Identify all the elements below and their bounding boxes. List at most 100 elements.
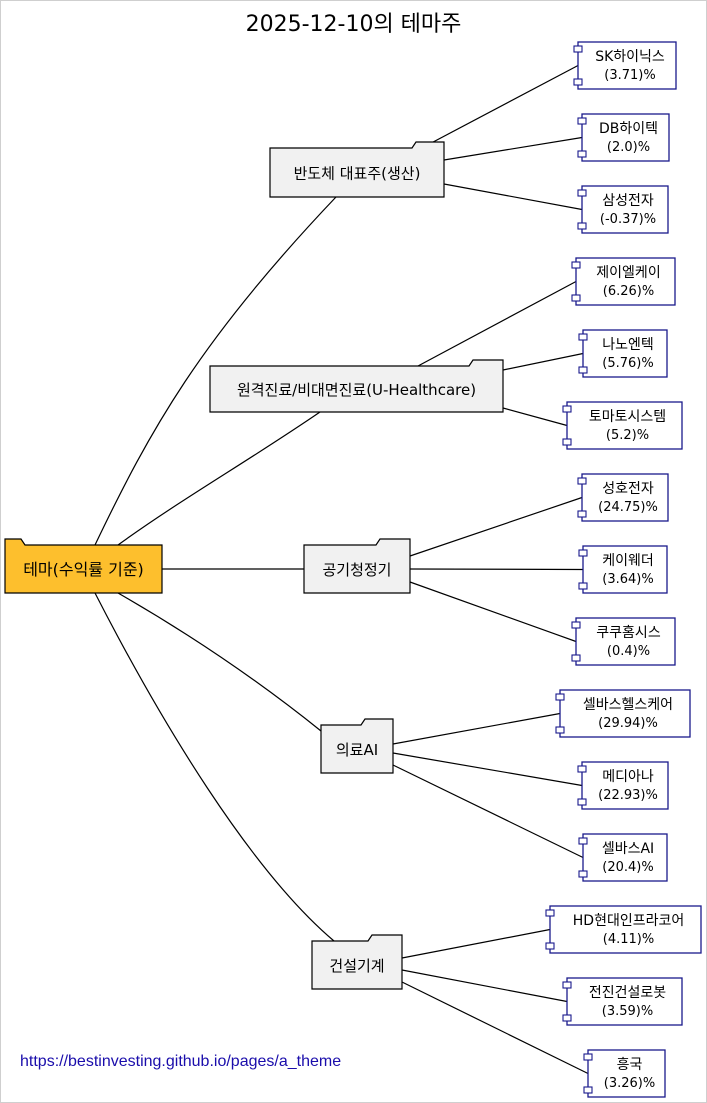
connector-lines	[94, 64, 589, 1075]
stock-node-0-0: SK하이닉스 (3.71)%	[573, 41, 677, 90]
stock-change: (4.11)%	[603, 932, 654, 947]
stock-change: (22.93)%	[598, 788, 658, 803]
stock-box	[582, 833, 668, 882]
stock-node-1-2: 토마토시스템 (5.2)%	[562, 401, 683, 450]
component-port-icon	[562, 438, 572, 446]
stock-connector-0-0	[417, 64, 579, 151]
stock-connector-0-1	[443, 136, 583, 161]
stock-change: (5.76)%	[602, 356, 653, 371]
component-port-icon	[545, 942, 555, 950]
theme-label: 원격진료/비대면진료(U-Healthcare)	[237, 381, 476, 399]
stock-node-4-2: 흥국 (3.26)%	[583, 1049, 666, 1098]
theme-folder-shape	[269, 141, 445, 198]
stock-name: 토마토시스템	[589, 409, 666, 425]
stock-change: (3.26)%	[604, 1076, 655, 1091]
stock-connector-2-1	[409, 568, 584, 571]
stock-connector-1-2	[502, 407, 568, 427]
stock-node-2-1: 케이웨더(3.64)%	[578, 545, 668, 594]
theme-node-3: 의료AI	[320, 718, 394, 774]
root-folder-shape	[4, 538, 163, 594]
component-port-icon	[578, 366, 588, 374]
stock-box	[587, 1049, 666, 1098]
component-port-icon	[545, 909, 555, 917]
theme-label: 반도체 대표주(생산)	[294, 165, 421, 183]
stock-node-0-1: DB하이텍(2.0)%	[577, 113, 670, 162]
stock-connector-3-2	[392, 764, 584, 859]
stock-node-2-2: 쿠쿠홈시스 (0.4)%	[571, 617, 676, 666]
component-port-icon	[583, 1053, 593, 1061]
stock-change: (24.75)%	[598, 500, 658, 515]
component-port-icon	[583, 1086, 593, 1094]
stock-box	[575, 617, 676, 666]
stock-name: 메디아나	[602, 769, 654, 785]
component-port-icon	[571, 294, 581, 302]
stock-change: (29.94)%	[598, 716, 658, 731]
stock-change: (20.4)%	[602, 860, 653, 875]
stock-box	[582, 545, 668, 594]
theme-folder-shape	[303, 538, 411, 594]
stock-name: 성호전자	[602, 481, 654, 497]
theme-node-1: 원격진료/비대면진료(U-Healthcare)	[209, 359, 504, 413]
theme-node-0: 반도체 대표주(생산)	[269, 141, 445, 198]
stock-box	[581, 761, 669, 810]
stock-box	[582, 329, 668, 378]
stock-connector-1-0	[417, 280, 577, 367]
stock-box	[566, 401, 683, 450]
stock-change: (3.64)%	[602, 572, 653, 587]
component-port-icon	[562, 1014, 572, 1022]
stock-name: 흥국	[617, 1057, 643, 1073]
theme-node-2: 공기청정기	[303, 538, 411, 594]
stock-node-3-2: 셀바스AI (20.4)%	[578, 833, 668, 882]
stock-box	[559, 689, 691, 738]
stock-node-1-1: 나노엔텍 (5.76)%	[578, 329, 668, 378]
stock-connector-2-2	[409, 581, 577, 643]
component-port-icon	[578, 870, 588, 878]
stock-name: 셀바스AI	[602, 841, 654, 857]
stock-node-4-1: 전진건설로봇(3.59)%	[562, 977, 683, 1026]
component-port-icon	[577, 510, 587, 518]
root-connector-0	[94, 196, 337, 546]
stock-name: 셀바스헬스케어	[583, 697, 673, 713]
stock-box	[581, 185, 669, 234]
stock-name: 나노엔텍	[602, 337, 654, 353]
component-port-icon	[573, 45, 583, 53]
stock-name: SK하이닉스	[595, 49, 665, 65]
root-connector-1	[117, 411, 321, 546]
component-port-icon	[571, 654, 581, 662]
stock-connector-4-1	[401, 969, 568, 1003]
component-port-icon	[562, 405, 572, 413]
stock-box	[577, 41, 677, 90]
stock-name: DB하이텍	[599, 121, 658, 137]
stock-box	[566, 977, 683, 1026]
stock-node-0-2: 삼성전자(-0.37)%	[577, 185, 669, 234]
stock-connector-2-0	[409, 496, 583, 557]
component-port-icon	[578, 549, 588, 557]
theme-folder-shape	[209, 359, 504, 413]
stock-name: 전진건설로봇	[589, 985, 666, 1001]
stock-box	[581, 473, 669, 522]
theme-node-4: 건설기계	[311, 934, 403, 990]
component-port-icon	[555, 693, 565, 701]
stock-change: (3.71)%	[604, 68, 655, 83]
stock-connector-3-0	[392, 712, 561, 745]
root-node: 테마(수익률 기준)	[4, 538, 163, 594]
stock-change: (6.26)%	[603, 284, 654, 299]
component-port-icon	[577, 477, 587, 485]
component-port-icon	[578, 837, 588, 845]
stock-node-3-1: 메디아나 (22.93)%	[577, 761, 669, 810]
root-connector-3	[117, 592, 322, 732]
stock-change: (5.2)%	[606, 428, 649, 443]
component-port-icon	[578, 333, 588, 341]
stock-change: (0.4)%	[607, 644, 650, 659]
stock-box	[575, 257, 676, 306]
diagram-title: 2025-12-10의 테마주	[245, 12, 462, 37]
stock-connector-4-0	[401, 928, 551, 959]
component-port-icon	[577, 189, 587, 197]
component-port-icon	[573, 78, 583, 86]
stock-name: 쿠쿠홈시스	[596, 625, 661, 641]
root-connector-4	[94, 592, 335, 942]
stock-node-1-0: 제이엘케이(6.26)%	[571, 257, 676, 306]
component-port-icon	[577, 117, 587, 125]
stock-change: (-0.37)%	[600, 212, 656, 227]
source-link[interactable]: https://bestinvesting.github.io/pages/a_…	[20, 1053, 342, 1070]
